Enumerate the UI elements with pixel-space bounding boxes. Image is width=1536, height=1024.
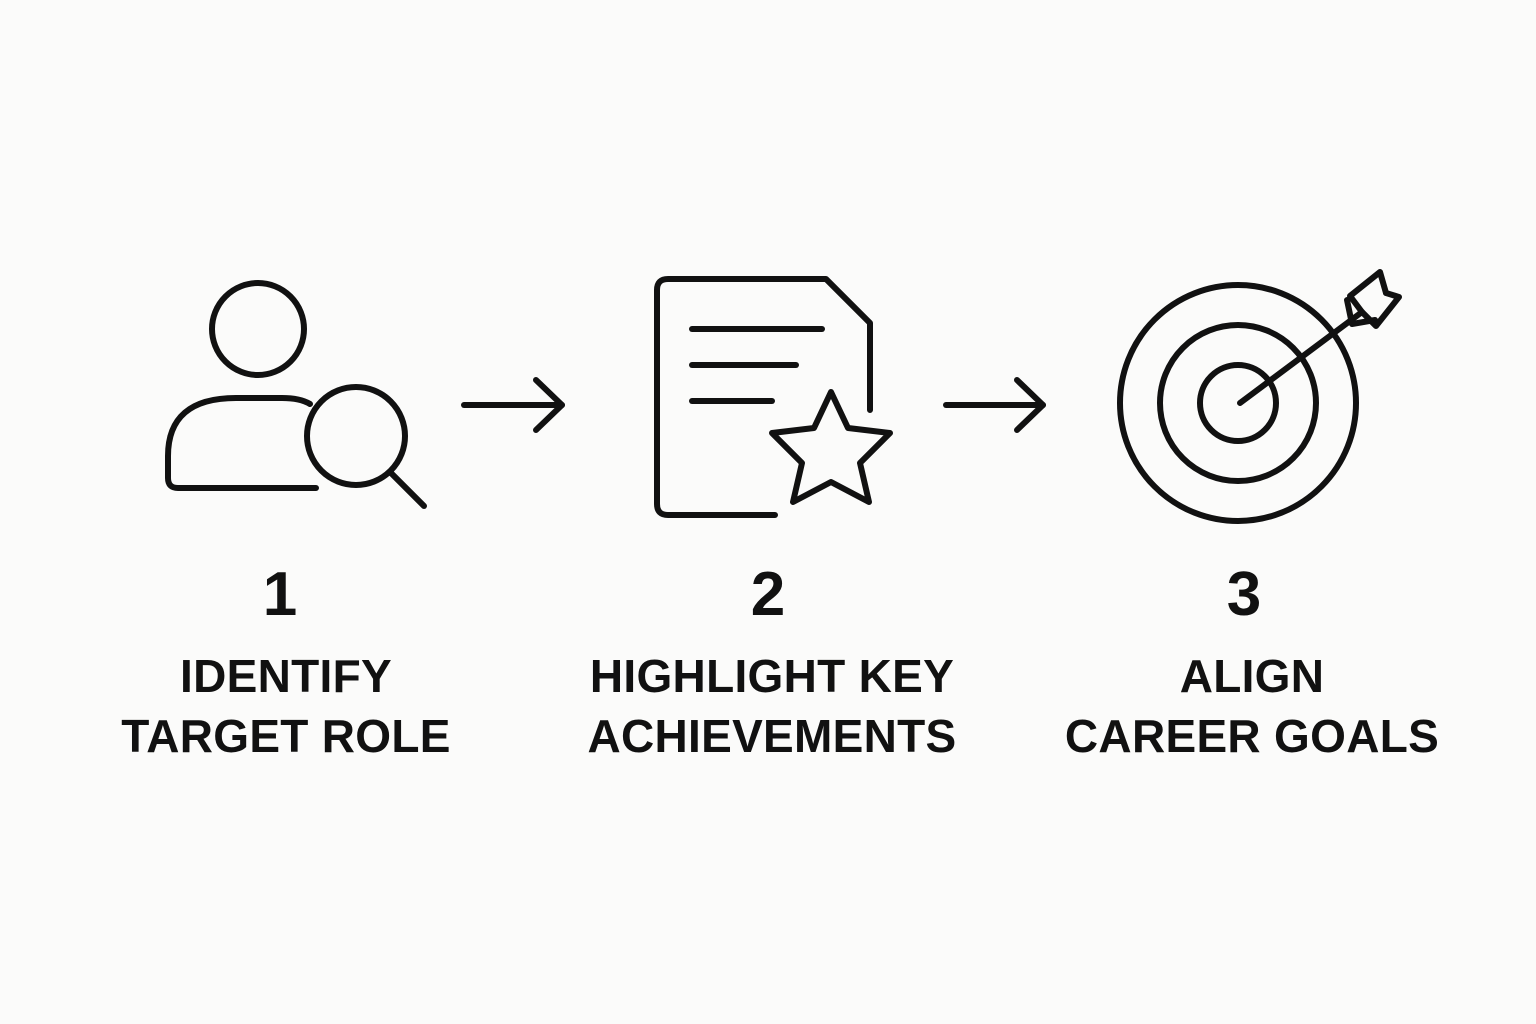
step-label-line: IDENTIFY (180, 650, 392, 702)
step-label-line: HIGHLIGHT KEY (589, 650, 955, 702)
step-label: HIGHLIGHT KEY ACHIEVEMENTS (552, 646, 992, 766)
step-label-line: CAREER GOALS (1064, 710, 1440, 762)
step-number: 3 (1226, 560, 1262, 629)
step-label-line: ACHIEVEMENTS (587, 710, 957, 762)
step-label-line: TARGET ROLE (121, 710, 451, 762)
step-number: 2 (750, 560, 786, 629)
step-number: 1 (262, 560, 298, 629)
step-label-line: ALIGN (1179, 650, 1325, 702)
step-label: ALIGN CAREER GOALS (1032, 646, 1472, 766)
step-label: IDENTIFY TARGET ROLE (66, 646, 506, 766)
